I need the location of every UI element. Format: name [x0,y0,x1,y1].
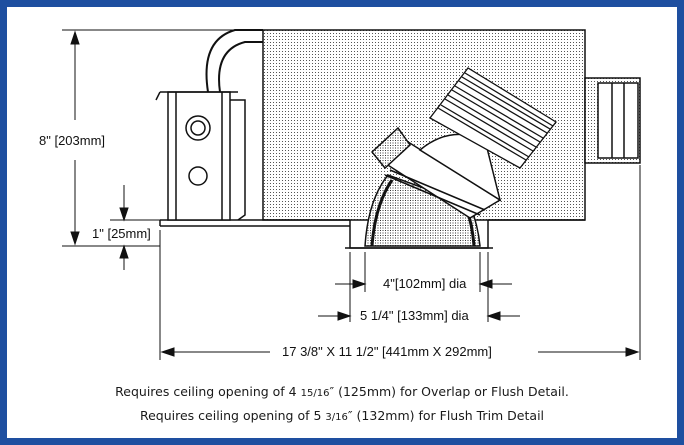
trim-dia-label: 5 1/4" [133mm] dia [360,308,469,323]
heat-sink [429,67,557,169]
height-overall-label: 8" [203mm] [39,133,105,148]
note-flush-trim: Requires ceiling opening of 5 3/16″ (132… [139,408,545,423]
flange-dimension [110,185,160,270]
mounting-plate [159,219,585,249]
trim-dimension [318,252,520,322]
aperture-dia-label: 4"[102mm] dia [383,276,467,291]
height-dimension [62,29,245,247]
housing-size-label: 17 3/8" X 11 1/2" [441mm X 292mm] [282,344,492,359]
requirements-notes: Requires ceiling opening of 4 15/16″ (12… [7,381,677,429]
note-overlap-flush: Requires ceiling opening of 4 15/16″ (12… [115,384,569,399]
junction-box [155,29,263,221]
overall-size-dimension [159,165,641,360]
aperture-dimension [335,252,512,292]
flange-height-label: 1" [25mm] [92,226,151,241]
